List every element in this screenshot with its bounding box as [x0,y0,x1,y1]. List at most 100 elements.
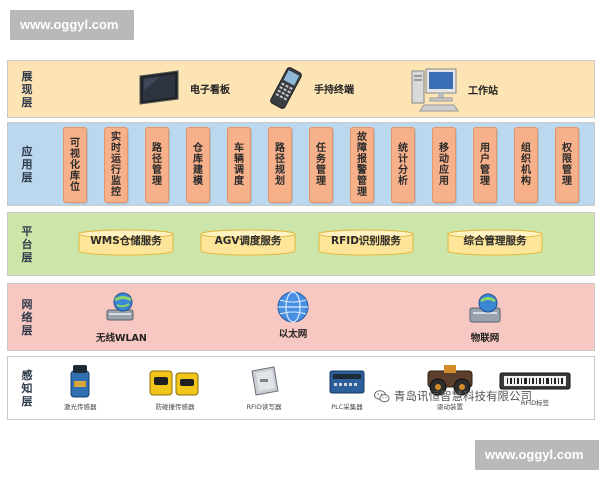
app-module-char: 库 [70,170,80,182]
perception-layer-label: 感 知 层 [18,357,36,419]
app-module-char: 路 [275,143,285,154]
label-char: 知 [21,381,33,395]
app-module-7: 任务管理 [309,127,333,203]
app-module-12: 组织机构 [514,127,538,203]
rfid-tag-icon [499,372,571,390]
app-module-char: 故 [357,132,367,143]
platform-layer: 平 台 层 WMS仓储服务 AGV调度服务 RFID识别服务 综合管理服务 [7,212,595,276]
app-module-10: 移动应用 [432,127,456,203]
app-module-char: 行 [111,165,121,176]
app-module-char: 统 [398,143,408,154]
globe-icon [277,291,309,323]
label-char: 现 [21,82,33,96]
plc-collector-icon [329,370,365,394]
presentation-layer: 展 现 层 电子看板 手持终端 [7,60,595,118]
app-module-char: 任 [316,143,326,154]
app-module-char: 控 [111,187,121,198]
app-module-char: 时 [111,143,121,154]
laser-sensor-icon [70,365,90,398]
label-char: 用 [21,157,33,171]
iot-item: 物联网 [466,292,504,344]
label-char: 展 [21,69,33,83]
laser-sensor-label: 激光传感器 [64,403,97,411]
app-module-char: 应 [439,165,449,176]
drive-unit-icon [427,365,473,396]
application-layer-label: 应 用 层 [18,123,36,205]
cylinder-shape [318,229,414,256]
app-module-char: 建 [193,165,203,176]
app-module-char: 权 [562,143,572,154]
handheld-terminal-icon [270,67,302,109]
app-module-9: 统计分析 [391,127,415,203]
wechat-icon [374,389,390,402]
app-module-5: 车辆调度 [227,127,251,203]
iot-server-icon [469,293,501,323]
service-rfid-label: RFID识别服务 [331,235,401,247]
label-char: 层 [21,323,33,337]
app-module-char: 库 [193,154,203,165]
app-module-char: 用 [480,143,490,154]
app-module-char: 管 [357,176,367,187]
ethernet-label: 以太网 [278,329,308,340]
service-agv: AGV调度服务 [198,229,298,256]
app-module-char: 户 [480,154,490,165]
app-module-char: 可 [70,137,80,149]
app-module-char: 移 [439,143,449,154]
plc-collector-item: PLC采集器 [326,363,368,411]
app-module-char: 警 [357,165,367,176]
watermark-top: www.oggyl.com [10,10,134,40]
app-module-char: 用 [439,176,449,187]
network-layer: 网 络 层 无线WLAN 以太网 物联网 [7,283,595,351]
wlan-router-icon [106,292,134,321]
workstation-item: 工作站 [408,65,498,113]
app-module-char: 理 [562,176,572,187]
label-char: 层 [21,250,33,264]
app-module-char: 径 [275,154,285,165]
wlan-label: 无线WLAN [96,333,147,344]
app-module-char: 理 [316,176,326,187]
app-module-2: 实时运行监控 [104,127,128,203]
ethernet-item: 以太网 [276,290,310,340]
app-module-char: 径 [152,154,162,165]
cylinder-shape [447,229,543,256]
service-wms-label: WMS仓储服务 [90,235,162,247]
app-module-char: 报 [357,154,367,165]
label-char: 层 [21,95,33,109]
watermark-bottom: www.oggyl.com [475,440,599,470]
app-module-char: 视 [70,148,80,160]
label-char: 层 [21,170,33,184]
app-module-char: 理 [480,176,490,187]
platform-layer-label: 平 台 层 [18,213,36,275]
handheld-terminal-label: 手持终端 [314,84,354,96]
display-board-label: 电子看板 [190,84,230,96]
label-char: 网 [21,297,33,311]
label-char: 感 [21,368,33,382]
app-module-char: 织 [521,154,531,165]
app-module-char: 管 [152,165,162,176]
cylinder-shape [200,229,296,256]
app-module-char: 运 [111,154,121,165]
app-module-char: 仓 [193,143,203,154]
rfid-reader-label: RFID读写器 [246,403,282,411]
plc-collector-label: PLC采集器 [331,403,363,411]
app-module-char: 构 [521,176,531,187]
rfid-tag-item: RFID标签 [498,367,572,407]
app-module-char: 化 [70,159,80,171]
drive-unit-label: 驱动装置 [437,403,463,411]
label-char: 层 [21,394,33,408]
app-module-8: 故障报警管理 [350,127,374,203]
app-module-char: 析 [398,176,408,187]
app-module-char: 理 [152,176,162,187]
anti-collision-sensor-icon [149,370,199,396]
app-module-char: 管 [316,165,326,176]
app-module-char: 监 [111,176,121,187]
app-module-char: 理 [357,187,367,198]
display-board-item: 电子看板 [136,68,230,108]
app-module-char: 调 [234,165,244,176]
anti-collision-sensor-item: 防碰撞传感器 [148,363,202,411]
app-module-char: 障 [357,143,367,154]
service-wms: WMS仓储服务 [76,229,176,256]
company-name: 青岛讯恒智慧科技有限公司 [394,389,532,403]
service-general-mgmt: 综合管理服务 [445,229,545,256]
app-module-char: 位 [70,181,80,193]
